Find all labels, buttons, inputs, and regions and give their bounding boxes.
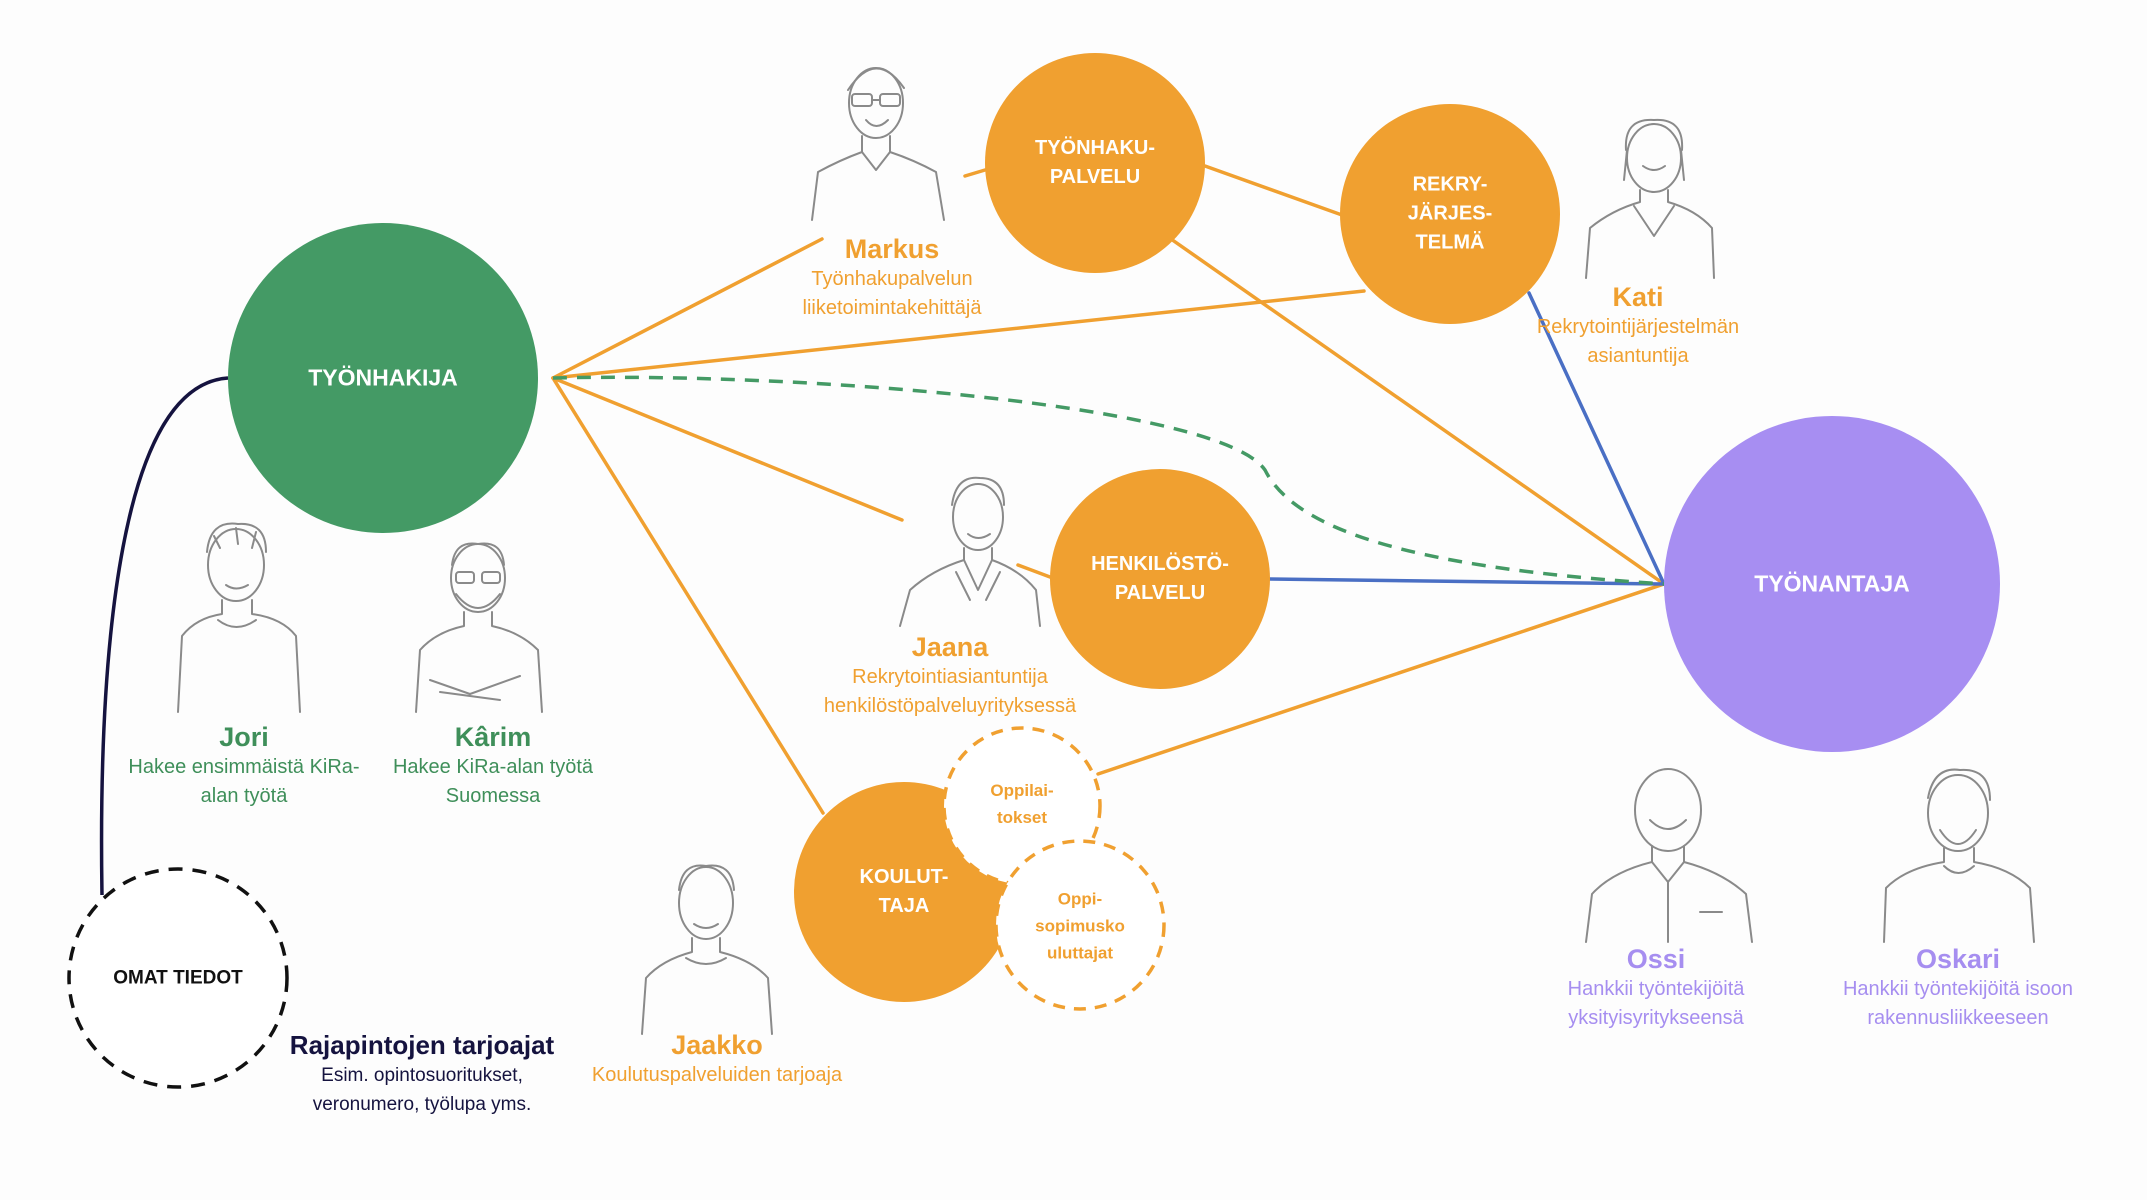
persona-desc: henkilöstöpalveluyrityksessä bbox=[823, 695, 1077, 717]
link-tyonhakupalvelu-rekry bbox=[1203, 164, 1344, 217]
oppilaitokset-label: Oppilai- tokset bbox=[990, 777, 1053, 831]
kouluttaja-line-1: KOULUT- bbox=[859, 866, 949, 888]
persona-desc: yksityisyritykseensä bbox=[1568, 1007, 1744, 1029]
rajapinnat-desc: veronumero, työlupa yms. bbox=[312, 1094, 532, 1115]
persona-oskari: Oskari Hankkii työntekijöitä isoon raken… bbox=[1843, 944, 2073, 1033]
link-oppilaitokset-tyonantaja bbox=[1096, 582, 1666, 776]
kouluttaja-line-2: TAJA bbox=[878, 895, 930, 917]
persona-desc: Työnhakupalvelun bbox=[811, 268, 973, 290]
omat-tiedot-node bbox=[67, 867, 289, 1089]
jaakko-portrait bbox=[641, 864, 773, 1035]
omat-tiedot-label: OMAT TIEDOT bbox=[113, 967, 243, 989]
persona-name: Ossi bbox=[1626, 944, 1686, 974]
link-tyonhakupalvelu-tyonantaja bbox=[1169, 237, 1666, 586]
kati-portrait bbox=[1585, 118, 1715, 279]
persona-desc: Rekrytointijärjestelmän bbox=[1536, 316, 1740, 338]
tyonantaja-node bbox=[1664, 416, 2000, 752]
link-tyonhakija-omat-tiedot bbox=[99, 376, 229, 896]
persona-jori: Jori Hakee ensimmäistä KiRa- alan työtä bbox=[128, 722, 359, 811]
link-tyonhakija-markus bbox=[551, 237, 824, 380]
oskari-portrait bbox=[1883, 768, 2035, 943]
tyonhakupalvelu-line-2: PALVELU bbox=[1049, 166, 1141, 188]
oppilaitokset-line-2: tokset bbox=[996, 808, 1048, 827]
persona-name: Kati bbox=[1612, 282, 1664, 312]
henkilostopalvelu-line-1: HENKILÖSTÖ- bbox=[1091, 553, 1229, 575]
oppilaitokset-line-1: Oppilai- bbox=[990, 781, 1054, 800]
rekryjarjestelma-line-2: JÄRJES- bbox=[1407, 202, 1493, 225]
persona-markus: Markus Työnhakupalvelun liiketoimintakeh… bbox=[803, 234, 982, 323]
persona-name: Markus bbox=[844, 234, 940, 264]
oppisopimus-line-3: uluttajat bbox=[1046, 943, 1114, 963]
tyonhakija-label: TYÖNHAKIJA bbox=[308, 364, 458, 391]
tyonhakupalvelu-label: TYÖNHAKU- PALVELU bbox=[1035, 134, 1155, 192]
oppisopimus-line-1: Oppi- bbox=[1057, 889, 1103, 909]
persona-name: Jaana bbox=[911, 632, 989, 662]
link-tyonhakija-kouluttaja bbox=[551, 376, 825, 815]
rekryjarjestelma-node bbox=[1340, 104, 1560, 324]
persona-desc: Hakee ensimmäistä KiRa- bbox=[128, 756, 360, 778]
tyonantaja-label: TYÖNANTAJA bbox=[1754, 570, 1910, 597]
jori-portrait bbox=[177, 522, 301, 713]
persona-jaana: Jaana Rekrytointiasiantuntija henkilöstö… bbox=[824, 632, 1076, 721]
rajapinnat-desc: Esim. opintosuoritukset, bbox=[321, 1065, 523, 1086]
link-rekry-tyonantaja bbox=[1527, 291, 1666, 586]
henkilostopalvelu-label: HENKILÖSTÖ- PALVELU bbox=[1091, 550, 1229, 608]
jaana-portrait bbox=[899, 476, 1041, 627]
link-jaana-henkilostopalvelu bbox=[1016, 563, 1052, 579]
tyonhakija-node bbox=[228, 223, 538, 533]
persona-desc: rakennusliikkeeseen bbox=[1867, 1007, 2049, 1029]
persona-name: Jori bbox=[219, 722, 269, 752]
oppisopimus-line-2: sopimusko bbox=[1035, 916, 1125, 936]
rajapinnat-title: Rajapintojen tarjoajat bbox=[289, 1030, 555, 1060]
rekryjarjestelma-line-3: TELMÄ bbox=[1415, 231, 1485, 254]
rekryjarjestelma-line-1: REKRY- bbox=[1412, 173, 1488, 196]
persona-desc: Suomessa bbox=[445, 785, 541, 807]
tyonhakupalvelu-line-1: TYÖNHAKU- bbox=[1035, 137, 1155, 159]
persona-jaakko: Jaakko Koulutuspalveluiden tarjoaja bbox=[592, 1030, 842, 1090]
persona-desc: Koulutuspalveluiden tarjoaja bbox=[591, 1064, 843, 1086]
oppisopimuskouluttajat-node bbox=[994, 839, 1166, 1011]
markus-portrait bbox=[811, 67, 945, 221]
persona-kati: Kati Rekrytointijärjestelmän asiantuntij… bbox=[1537, 282, 1739, 371]
henkilostopalvelu-line-2: PALVELU bbox=[1114, 582, 1206, 604]
link-henkilostopalvelu-tyonantaja bbox=[1268, 577, 1666, 586]
persona-desc: Hankkii työntekijöitä bbox=[1567, 978, 1745, 1000]
persona-name: Jaakko bbox=[671, 1030, 763, 1060]
rajapinnat-note: Rajapintojen tarjoajat Esim. opintosuori… bbox=[290, 1030, 554, 1119]
persona-name: Kârim bbox=[454, 722, 532, 752]
link-markus-tyonhakupalvelu bbox=[963, 168, 987, 178]
persona-desc: liiketoimintakehittäjä bbox=[802, 297, 982, 319]
tyonhakupalvelu-node bbox=[985, 53, 1205, 273]
persona-desc: alan työtä bbox=[200, 785, 288, 807]
link-tyonhakija-jaana bbox=[551, 376, 904, 522]
persona-desc: Hankkii työntekijöitä isoon bbox=[1842, 978, 2074, 1000]
link-tyonhakija-tyonantaja-direct bbox=[552, 375, 1665, 586]
henkilostopalvelu-node bbox=[1050, 469, 1270, 689]
persona-ossi: Ossi Hankkii työntekijöitä yksityisyrity… bbox=[1568, 944, 1745, 1033]
link-tyonhakija-rekry bbox=[551, 289, 1366, 380]
oppisopimuskouluttajat-label: Oppi- sopimusko uluttajat bbox=[1035, 886, 1125, 967]
persona-karim: Kârim Hakee KiRa-alan työtä Suomessa bbox=[393, 722, 593, 811]
rekryjarjestelma-label: REKRY- JÄRJES- TELMÄ bbox=[1408, 171, 1492, 258]
persona-name: Oskari bbox=[1915, 944, 2001, 974]
persona-desc: asiantuntija bbox=[1587, 345, 1689, 367]
ossi-portrait bbox=[1585, 768, 1753, 943]
persona-desc: Hakee KiRa-alan työtä bbox=[392, 756, 594, 778]
karim-portrait bbox=[415, 542, 543, 713]
kouluttaja-label: KOULUT- TAJA bbox=[860, 863, 949, 921]
persona-desc: Rekrytointiasiantuntija bbox=[852, 666, 1048, 688]
